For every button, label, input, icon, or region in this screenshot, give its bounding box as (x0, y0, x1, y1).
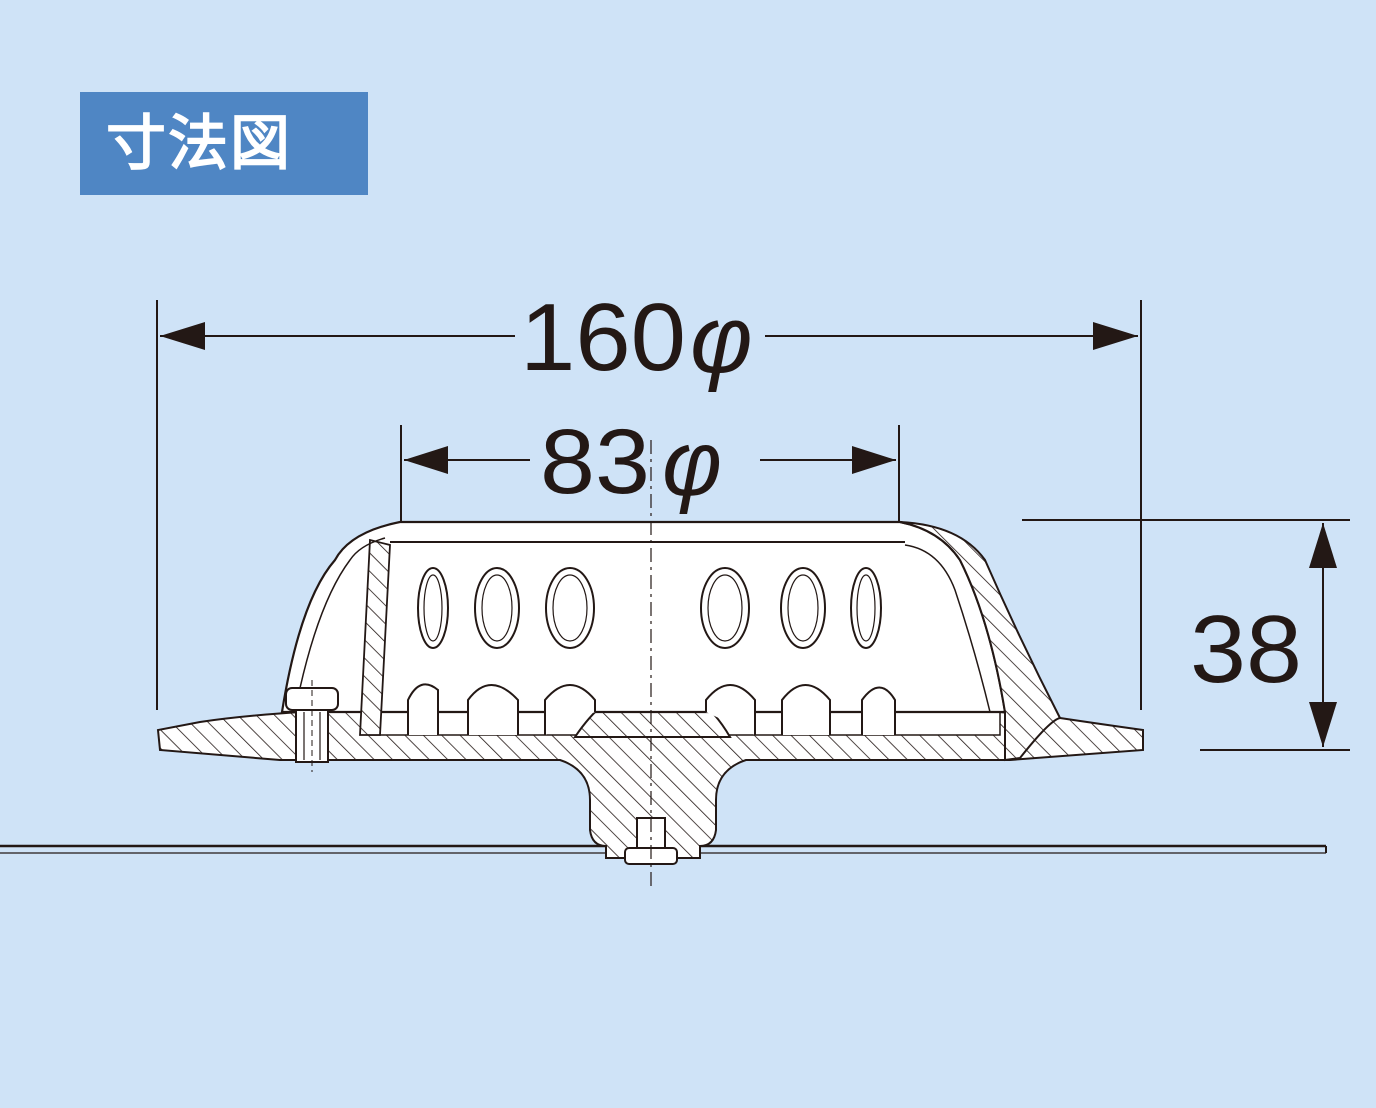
outer-diameter-label: 160 (520, 284, 686, 391)
height-label: 38 (1190, 596, 1302, 703)
side-bolt (285, 680, 339, 772)
strainer-slots (407, 567, 896, 735)
outer-diameter-dimension: 160 φ (156, 284, 1142, 710)
inner-diameter-dimension: 83 φ (400, 411, 900, 522)
inner-diameter-symbol: φ (662, 413, 722, 515)
inner-diameter-label: 83 (540, 411, 650, 513)
strainer-dome (280, 520, 1062, 762)
title-badge: 寸法図 (80, 92, 368, 195)
height-dimension: 38 (1022, 519, 1350, 751)
page-title: 寸法図 (106, 108, 292, 179)
outer-diameter-symbol: φ (690, 286, 753, 393)
